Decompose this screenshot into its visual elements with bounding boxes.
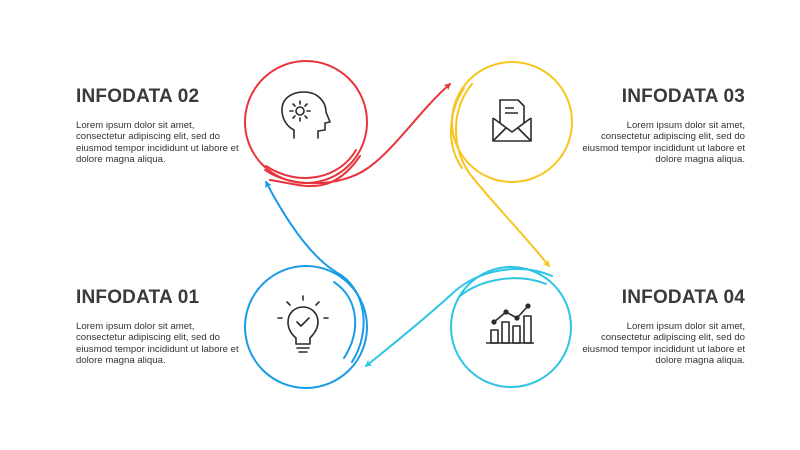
lightbulb-check-icon (277, 295, 329, 353)
circle-03 (451, 61, 573, 183)
arrow-02-to-03 (264, 84, 450, 188)
infodata-04-block: INFODATA 04 Lorem ipsum dolor sit amet, … (575, 287, 745, 367)
node-01 (244, 180, 368, 389)
infodata-02-title: INFODATA 02 (76, 86, 200, 107)
infodata-02-block: INFODATA 02 Lorem ipsum dolor sit amet, … (76, 86, 246, 166)
arrow-01-to-02 (265, 180, 365, 363)
infodata-01-block: INFODATA 01 Lorem ipsum dolor sit amet, … (76, 287, 246, 367)
infodata-03-title: INFODATA 03 (621, 86, 745, 107)
infodata-01-text: Lorem ipsum dolor sit amet, consectetur … (76, 321, 239, 367)
head-gear-icon (281, 91, 331, 139)
infodata-01-title: INFODATA 01 (76, 287, 200, 308)
node-03 (450, 61, 573, 268)
infodata-03-block: INFODATA 03 Lorem ipsum dolor sit amet, … (575, 86, 745, 166)
arrow-03-tail (450, 87, 465, 169)
arrow-04-tail (459, 277, 547, 297)
arrow-03-to-04 (455, 83, 550, 268)
infodata-04-title: INFODATA 04 (621, 287, 745, 308)
bar-chart-trend-icon (486, 303, 534, 344)
infodata-02-text: Lorem ipsum dolor sit amet, consectetur … (76, 120, 239, 166)
node-02 (244, 60, 450, 188)
circle-01 (244, 265, 368, 389)
infodata-03-text: Lorem ipsum dolor sit amet, consectetur … (582, 120, 745, 166)
arrow-04-to-01 (364, 268, 553, 367)
infodata-04-text: Lorem ipsum dolor sit amet, consectetur … (582, 321, 745, 367)
circle-02 (244, 60, 368, 184)
node-04 (364, 266, 572, 388)
envelope-letter-icon (492, 99, 532, 142)
circle-04 (450, 266, 572, 388)
arrow-01-tail (333, 281, 357, 359)
